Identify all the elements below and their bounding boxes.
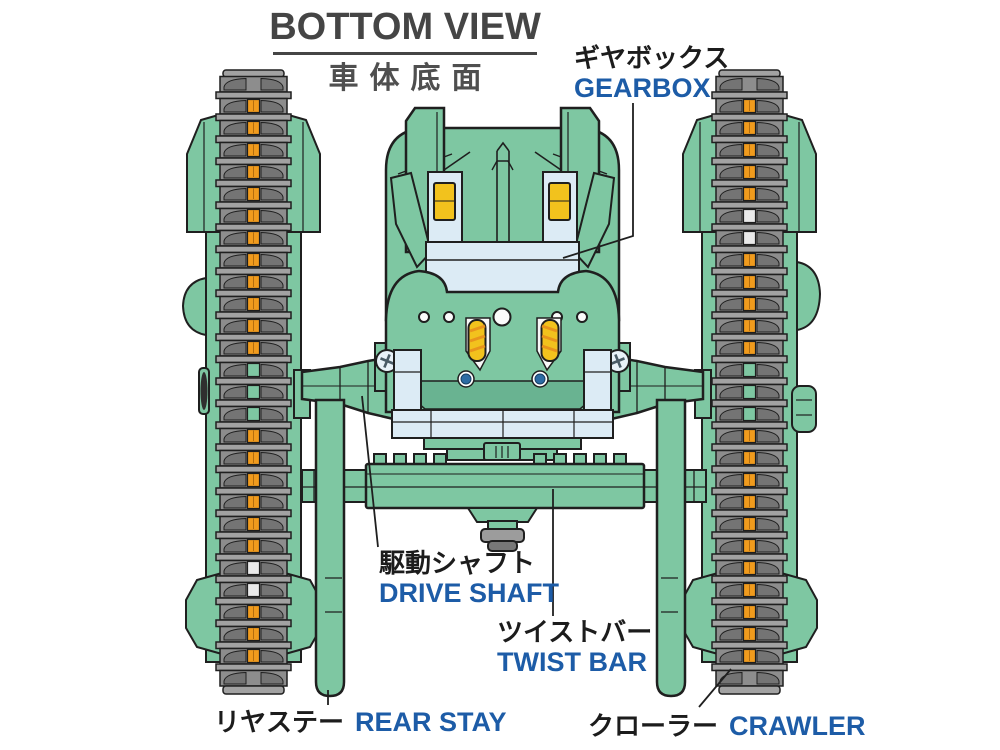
gearbox-label-en: GEARBOX [574, 73, 711, 103]
page-subtitle: 車体底面 [328, 62, 493, 95]
twist-bar-label-en: TWIST BAR [497, 647, 647, 677]
hull-blue-pins [457, 370, 549, 388]
left-axle-cap [198, 367, 210, 415]
left-crawler-track [181, 69, 322, 695]
right-side-flap [572, 171, 616, 269]
chassis-body [374, 106, 631, 461]
callout-crawler: クローラー CRAWLER [588, 706, 866, 743]
page-title: BOTTOM VIEW [269, 6, 541, 48]
callout-twist-bar: ツイストバー TWIST BAR [497, 618, 652, 678]
twist-bar-bracket [466, 507, 539, 552]
twist-bar-label-ja: ツイストバー [497, 617, 653, 647]
drive-shaft-leader [361, 395, 379, 548]
right-worm-gear [536, 317, 562, 372]
hull-inner-panel [411, 380, 594, 410]
right-track-housings [681, 112, 822, 663]
rear-stay-label-en: REAR STAY [355, 707, 507, 737]
crawler-label-en: CRAWLER [729, 711, 866, 741]
right-axle-cap [791, 385, 817, 433]
right-rear-stay [655, 398, 687, 698]
gearbox-leader [562, 103, 634, 259]
crawler-label-ja: クローラー [588, 711, 719, 741]
left-rear-stay [314, 398, 346, 698]
callout-gearbox: ギヤボックス GEARBOX [574, 44, 729, 104]
rear-stay-label-ja: リヤステー [214, 707, 345, 737]
left-track-segments [215, 69, 292, 695]
gearbox-label-ja: ギヤボックス [574, 43, 730, 73]
left-side-flap [389, 171, 433, 269]
left-worm-gear [465, 317, 491, 372]
twist-bar [301, 453, 707, 552]
leader-lines [327, 103, 732, 708]
title-block: BOTTOM VIEW 車体底面 [240, 6, 570, 96]
callout-drive-shaft: 駆動シャフト DRIVE SHAFT [379, 549, 559, 609]
crawler-leader [698, 668, 732, 708]
lower-hull [384, 269, 621, 414]
right-track-segments [711, 69, 788, 695]
drive-shaft-label-en: DRIVE SHAFT [379, 578, 560, 608]
callout-rear-stay: リヤステー REAR STAY [214, 702, 507, 739]
drive-shaft-label-ja: 駆動シャフト [379, 548, 536, 578]
right-phillips-screw [606, 349, 630, 373]
right-crawler-track [681, 69, 822, 695]
title-underline [273, 52, 537, 55]
